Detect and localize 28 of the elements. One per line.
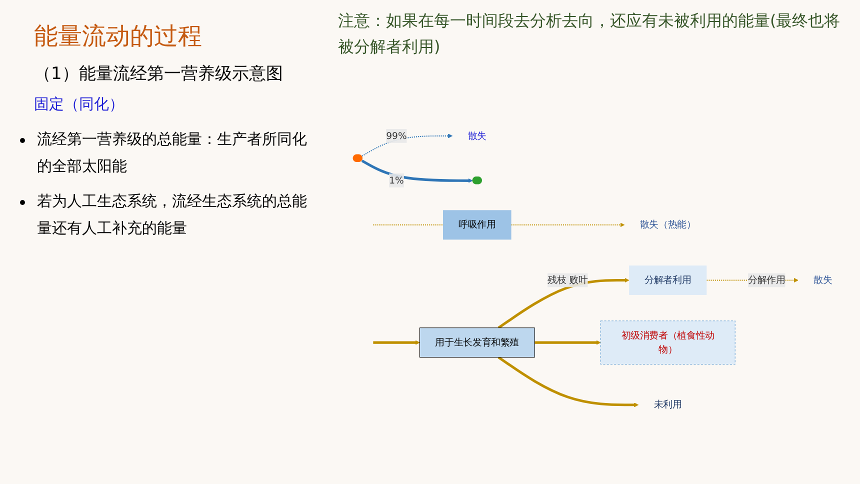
node-picture (352, 154, 362, 162)
edge-label: 99% (386, 130, 407, 142)
node-text: 散失（热能） (640, 220, 696, 231)
node-text: 未利用 (654, 400, 682, 411)
edge-label: 分解作用 (748, 274, 786, 286)
arrow (498, 278, 630, 330)
subtitle: （1）能量流经第一营养级示意图 (34, 63, 284, 85)
arrow (373, 340, 420, 346)
node-picture (472, 176, 482, 184)
arrow (362, 134, 453, 157)
edge-label: 残枝 败叶 (547, 274, 588, 286)
node-box: 呼吸作用 (443, 210, 512, 240)
arrow (511, 222, 625, 228)
slide-title: 能量流动的过程 (34, 21, 203, 52)
note-text: 注意：如果在每一时间段去分析去向，还应有未被利用的能量(最终也将被分解者利用) (338, 10, 842, 58)
arrow (498, 356, 639, 408)
node-box: 分解者利用 (629, 266, 707, 296)
connector (373, 224, 443, 226)
bullet-text: 若为人工生态系统，流经生态系统的总能量还有人工补充的能量 (37, 191, 308, 239)
arrow (361, 160, 473, 184)
node-text: 散失 (468, 130, 486, 142)
arrow (534, 340, 601, 346)
arrow-caption: 固定（同化） (34, 95, 125, 114)
node-box: 用于生长发育和繁殖 (419, 328, 535, 358)
node-text: 散失 (814, 274, 832, 286)
bullet-text: 流经第一营养级的总能量：生产者所同化的全部太阳能 (37, 129, 308, 177)
node-box: 初级消费者（植食性动物） (600, 320, 736, 365)
edge-label: 1% (389, 175, 404, 186)
